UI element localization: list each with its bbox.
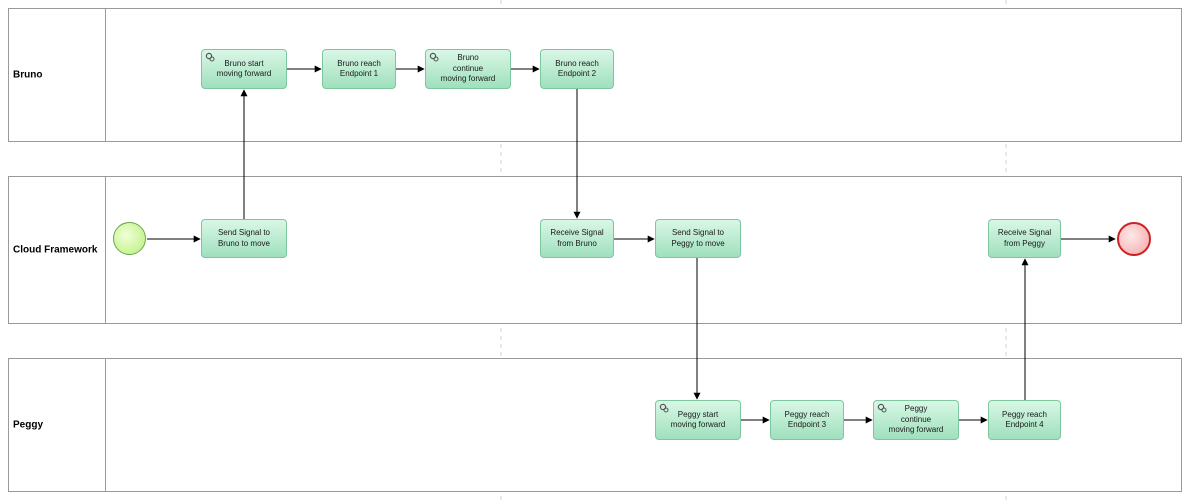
end-event[interactable] — [1117, 222, 1151, 256]
task-label: Bruno continue moving forward — [440, 53, 496, 84]
task-send-signal-peggy[interactable]: Send Signal to Peggy to move — [655, 219, 741, 258]
task-bruno-reach-endpoint-1[interactable]: Bruno reach Endpoint 1 — [322, 49, 396, 89]
task-label: Peggy start moving forward — [670, 409, 726, 430]
task-send-signal-bruno[interactable]: Send Signal to Bruno to move — [201, 219, 287, 258]
gear-icon — [659, 403, 669, 413]
gear-icon — [205, 52, 215, 62]
task-receive-signal-bruno[interactable]: Receive Signal from Bruno — [540, 219, 614, 258]
gear-icon — [877, 403, 887, 413]
lane-header: Peggy — [9, 359, 106, 491]
task-peggy-reach-endpoint-4[interactable]: Peggy reach Endpoint 4 — [988, 400, 1061, 440]
task-label: Peggy reach Endpoint 3 — [784, 409, 830, 430]
task-label: Peggy continue moving forward — [888, 404, 944, 435]
task-label: Receive Signal from Bruno — [550, 228, 604, 248]
task-peggy-reach-endpoint-3[interactable]: Peggy reach Endpoint 3 — [770, 400, 844, 440]
lane-label: Peggy — [13, 419, 44, 431]
task-label: Bruno start moving forward — [216, 58, 272, 79]
gear-icon — [429, 52, 439, 62]
task-label: Peggy reach Endpoint 4 — [1002, 409, 1047, 430]
task-bruno-continue-moving[interactable]: Bruno continue moving forward — [425, 49, 511, 89]
task-bruno-start-moving[interactable]: Bruno start moving forward — [201, 49, 287, 89]
task-label: Send Signal to Peggy to move — [671, 228, 725, 248]
task-peggy-start-moving[interactable]: Peggy start moving forward — [655, 400, 741, 440]
lane-label: Cloud Framework — [13, 244, 98, 256]
task-label: Bruno reach Endpoint 2 — [555, 58, 599, 79]
task-bruno-reach-endpoint-2[interactable]: Bruno reach Endpoint 2 — [540, 49, 614, 89]
task-label: Receive Signal from Peggy — [997, 228, 1052, 248]
lane-header: Cloud Framework — [9, 177, 106, 323]
task-label: Send Signal to Bruno to move — [217, 228, 271, 248]
task-label: Bruno reach Endpoint 1 — [337, 58, 381, 79]
start-event[interactable] — [113, 222, 146, 255]
task-receive-signal-peggy[interactable]: Receive Signal from Peggy — [988, 219, 1061, 258]
lane-peggy[interactable]: Peggy — [8, 358, 1182, 492]
lane-label: Bruno — [13, 69, 43, 81]
lane-header: Bruno — [9, 9, 106, 141]
task-peggy-continue-moving[interactable]: Peggy continue moving forward — [873, 400, 959, 440]
